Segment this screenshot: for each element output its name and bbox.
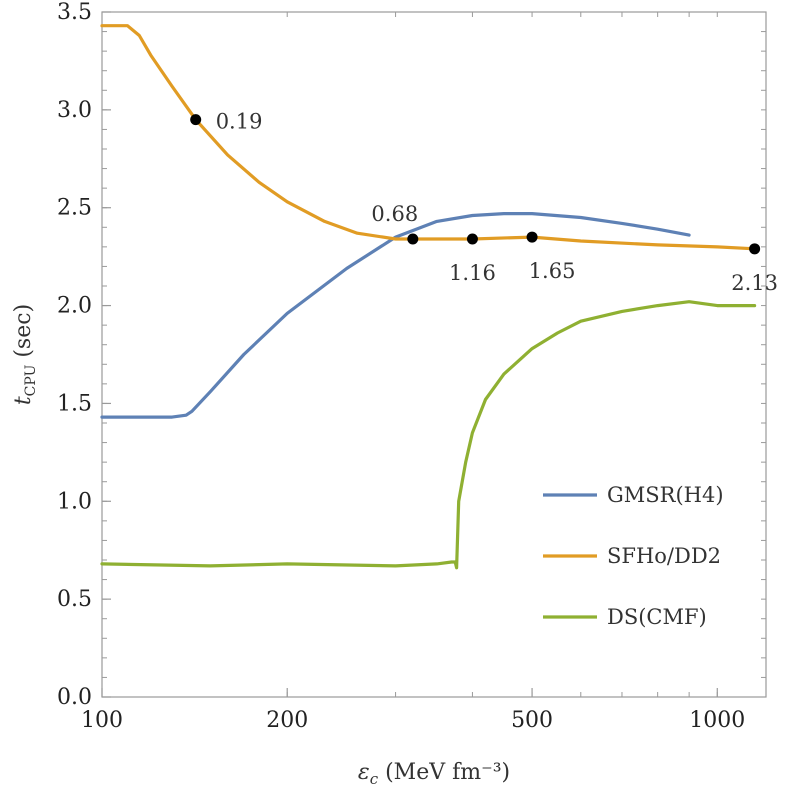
x-tick-label: 100	[81, 708, 123, 733]
y-tick-label: 0.5	[57, 587, 92, 612]
y-axis-title: tCPU (sec)	[11, 304, 39, 405]
data-marker-label: 1.16	[449, 261, 496, 285]
series-line-gmsr-h4-	[100, 212, 691, 419]
y-axis-ticks: 0.0 0.5 1.0 1.5 2.0 2.5 3.0 3.5	[57, 0, 766, 710]
legend-label: SFHo/DD2	[607, 544, 721, 568]
y-tick-label: 1.5	[57, 391, 92, 416]
data-marker	[526, 231, 538, 243]
data-marker	[749, 243, 761, 255]
y-tick-label: 2.0	[57, 294, 92, 319]
x-tick-label: 1000	[689, 708, 745, 733]
data-marker-label: 0.68	[371, 202, 418, 226]
data-marker	[407, 233, 419, 245]
marker-layer: 0.19 0.68 1.16 1.65 2.13	[190, 110, 778, 295]
plot-area-border	[101, 11, 767, 698]
y-tick-label: 1.0	[57, 489, 92, 514]
data-marker-label: 2.13	[731, 271, 778, 295]
series-line-ds-cmf-	[100, 300, 757, 570]
data-marker-label: 1.65	[529, 259, 576, 283]
legend-label: DS(CMF)	[607, 605, 707, 629]
data-marker	[190, 114, 202, 126]
data-marker-label: 0.19	[216, 110, 263, 134]
y-tick-label: 0.0	[57, 685, 92, 710]
data-marker	[466, 233, 478, 245]
y-tick-label: 3.0	[57, 98, 92, 123]
x-tick-label: 500	[511, 708, 553, 733]
legend-label: GMSR(H4)	[607, 483, 724, 507]
plot-frame	[101, 11, 767, 698]
x-axis-title: εc (MeV fm⁻³)	[358, 760, 510, 788]
series-line-sfho-dd2	[100, 24, 757, 251]
x-tick-label: 200	[266, 708, 308, 733]
y-tick-label: 2.5	[57, 196, 92, 221]
y-tick-label: 3.5	[57, 0, 92, 25]
x-axis-ticks: 100 200 500 1000	[81, 12, 745, 733]
series-layer	[100, 24, 757, 570]
